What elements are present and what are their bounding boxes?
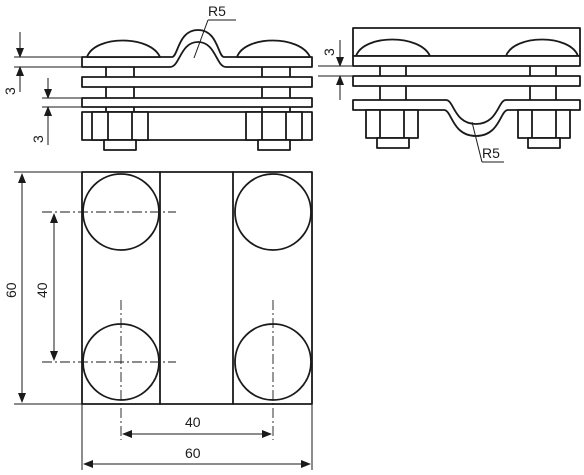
dimension-height-total: 60 (3, 282, 19, 298)
front-bolt-head-left (86, 39, 161, 58)
thickness-label-left-upper: 3 (2, 87, 18, 95)
side-nut-right (517, 109, 571, 139)
front-plate-upper (81, 76, 313, 88)
side-nut-left (365, 109, 419, 139)
side-radius-label: R5 (482, 145, 500, 161)
front-view: R5 (81, 3, 313, 151)
side-plate-mid (352, 75, 581, 87)
thickness-label-left-lower: 3 (30, 135, 46, 143)
plan-view (42, 171, 313, 440)
front-bolt-end-right (257, 139, 291, 151)
thickness-label-side-top: 3 (321, 48, 337, 56)
front-radius-label: R5 (208, 3, 226, 19)
front-nut-right (245, 111, 303, 141)
front-bolt-head-right (236, 39, 311, 58)
bolt-head-top-right (234, 173, 312, 251)
front-plate-lower (81, 97, 313, 108)
dimension-width-bolts: 40 (185, 414, 201, 430)
front-nut-left (91, 111, 149, 141)
side-view: R5 (352, 27, 581, 163)
thickness-dimensions: 3 3 3 (2, 32, 353, 145)
side-plate-top (352, 55, 581, 67)
side-bolt-end-left (376, 137, 410, 149)
dimension-width-total: 60 (185, 445, 201, 461)
front-bolt-end-left (103, 139, 137, 151)
side-bolt-head-right (505, 38, 579, 57)
side-bolt-head-left (355, 38, 431, 57)
dimension-height-bolts: 40 (34, 282, 50, 298)
overall-dimensions: 60 40 40 60 (3, 171, 313, 470)
side-bottom-strap (352, 99, 581, 137)
side-bolt-end-right (527, 137, 561, 149)
